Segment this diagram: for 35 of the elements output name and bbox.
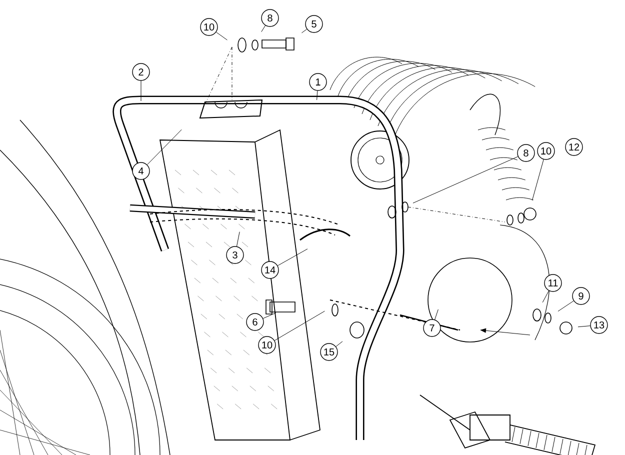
leader-line bbox=[542, 290, 550, 303]
leader-line bbox=[261, 25, 266, 32]
callout-number: 13 bbox=[590, 316, 608, 334]
callout-number: 11 bbox=[544, 274, 562, 292]
callout-number: 5 bbox=[305, 15, 323, 33]
leader-line bbox=[316, 90, 318, 100]
leader-line bbox=[277, 248, 308, 266]
callout-number: 4 bbox=[132, 162, 150, 180]
leader-line bbox=[336, 341, 343, 347]
callout-number: 15 bbox=[320, 343, 338, 361]
callout-number: 2 bbox=[132, 63, 150, 81]
leader-line bbox=[558, 300, 574, 312]
callout-number: 8 bbox=[261, 9, 279, 27]
callout-number: 12 bbox=[565, 138, 583, 156]
callout-number: 14 bbox=[261, 261, 279, 279]
callout-number: 10 bbox=[258, 336, 276, 354]
callout-number: 6 bbox=[246, 313, 264, 331]
callout-number: 8 bbox=[517, 144, 535, 162]
leader-line bbox=[412, 156, 518, 204]
leader-line bbox=[262, 312, 276, 319]
callout-number: 9 bbox=[572, 287, 590, 305]
leader-line bbox=[532, 159, 544, 201]
callout-number: 7 bbox=[423, 319, 441, 337]
leader-line bbox=[301, 28, 308, 34]
leader-line bbox=[578, 326, 590, 328]
leader-line bbox=[274, 310, 325, 341]
callout-number: 1 bbox=[309, 73, 327, 91]
callout-number: 10 bbox=[200, 18, 218, 36]
leader-line bbox=[236, 232, 240, 247]
leader-line bbox=[146, 129, 182, 165]
leader-line bbox=[140, 80, 142, 102]
leader-line bbox=[434, 309, 438, 320]
leader-line bbox=[216, 32, 228, 40]
callout-number: 3 bbox=[226, 246, 244, 264]
callout-number: 10 bbox=[537, 142, 555, 160]
